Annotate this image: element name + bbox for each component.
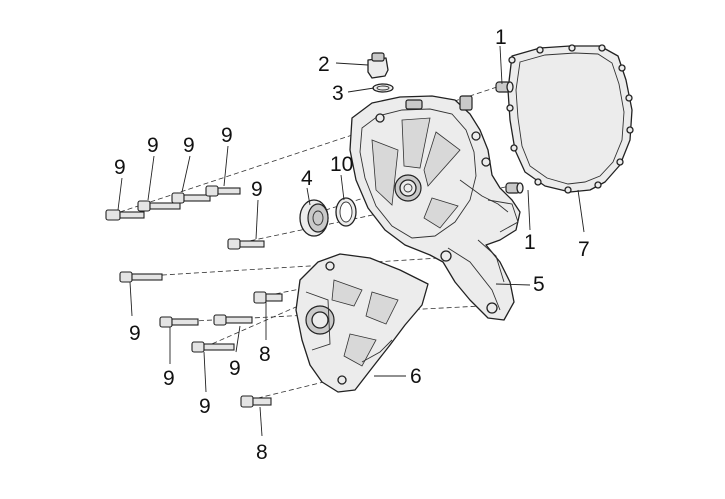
bolt-8-b (240, 395, 272, 408)
callout-9-e: 9 (251, 178, 263, 201)
callout-1-lower: 1 (524, 231, 536, 254)
dowel-pin-upper (495, 81, 514, 93)
callout-5: 5 (533, 273, 545, 296)
leader-lines (117, 45, 585, 437)
flange-cap (299, 199, 329, 237)
bolt-9-e (227, 238, 265, 250)
callout-7: 7 (578, 238, 590, 261)
sprocket-cover (295, 253, 429, 393)
bolt-8-a (253, 291, 283, 304)
callout-1-upper: 1 (495, 26, 507, 49)
bolt-9-g (159, 316, 199, 328)
bolt-9-b (137, 200, 181, 212)
callout-9-b: 9 (147, 134, 159, 157)
gasket (506, 44, 634, 194)
callout-9-c: 9 (183, 134, 195, 157)
bolt-row-top (105, 185, 241, 221)
dowel-pin-lower (505, 182, 524, 194)
callout-10: 10 (330, 153, 353, 176)
gasket-bolt-holes (506, 44, 634, 194)
bolt-9-i (191, 341, 235, 353)
bolt-9-f (119, 271, 163, 283)
o-ring-large (335, 197, 357, 227)
bolt-9-h (213, 314, 253, 326)
bolt-9-c (171, 192, 211, 204)
callout-8-upper: 8 (259, 343, 271, 366)
generator-cover (349, 95, 521, 321)
callout-2: 2 (318, 53, 330, 76)
o-ring-small (372, 83, 394, 93)
callout-3: 3 (332, 82, 344, 105)
callout-4: 4 (301, 167, 313, 190)
bolt-9-a (105, 209, 145, 221)
callout-9-h: 9 (229, 357, 241, 380)
bolt-9-d (205, 185, 241, 197)
callout-8-lower: 8 (256, 441, 268, 464)
callout-9-f: 9 (129, 322, 141, 345)
plug (367, 52, 389, 79)
callout-9-a: 9 (114, 156, 126, 179)
callout-6: 6 (410, 365, 422, 388)
callout-9-d: 9 (221, 124, 233, 147)
callout-9-g: 9 (163, 367, 175, 390)
callout-9-i: 9 (199, 395, 211, 418)
callout-labels: 1 1 2 3 4 5 6 7 8 8 9 9 9 9 9 9 9 9 9 10 (114, 26, 590, 464)
